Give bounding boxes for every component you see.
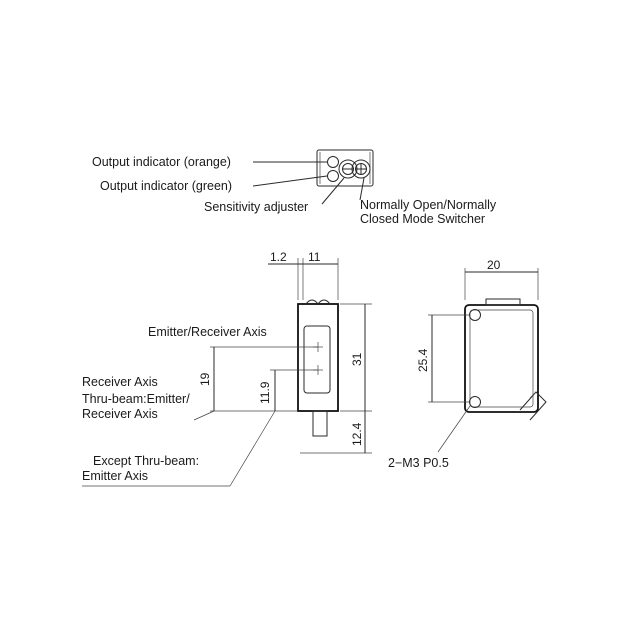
front-cable xyxy=(519,391,547,421)
top-view: Output indicator (orange) Output indicat… xyxy=(92,149,497,226)
mounting-hole-top-icon xyxy=(469,309,481,321)
mode-switcher-icon xyxy=(351,159,371,179)
label-thru-beam-2: Receiver Axis xyxy=(82,407,158,421)
green-indicator-icon xyxy=(327,170,339,182)
label-screw-spec: 2−M3 P0.5 xyxy=(388,456,449,470)
front-view-body xyxy=(464,304,539,413)
label-emitter-receiver-axis: Emitter/Receiver Axis xyxy=(148,325,267,339)
dim-25-4: 25.4 xyxy=(416,348,430,372)
dim-11: 11 xyxy=(308,250,321,264)
mounting-hole-bottom-icon xyxy=(469,396,481,408)
label-output-green: Output indicator (green) xyxy=(100,179,232,193)
cable xyxy=(312,410,328,437)
label-sensitivity-adjuster: Sensitivity adjuster xyxy=(204,200,308,214)
dim-20: 20 xyxy=(487,258,501,272)
label-receiver-axis: Receiver Axis xyxy=(82,375,158,389)
label-thru-beam-1: Thru-beam:Emitter/ xyxy=(82,392,190,406)
dim-1-2: 1.2 xyxy=(270,250,287,264)
dim-31: 31 xyxy=(350,352,364,366)
side-view: 1.2 11 31 12.4 19 11.9 Emitter/Receiver … xyxy=(82,250,372,487)
label-mode-switcher-2: Closed Mode Switcher xyxy=(360,212,485,226)
dim-19: 19 xyxy=(198,372,212,386)
dim-12-4: 12.4 xyxy=(350,422,364,446)
top-view-outline xyxy=(316,149,374,187)
label-except-thru-beam-2: Emitter Axis xyxy=(82,469,148,483)
label-mode-switcher-1: Normally Open/Normally xyxy=(360,198,497,212)
dim-11-9: 11.9 xyxy=(258,381,272,404)
label-output-orange: Output indicator (orange) xyxy=(92,155,231,169)
orange-indicator-icon xyxy=(327,156,339,168)
front-view: 20 25.4 2−M3 P0.5 xyxy=(388,258,547,470)
label-except-thru-beam-1: Except Thru-beam: xyxy=(93,454,199,468)
lens-window xyxy=(303,325,331,394)
